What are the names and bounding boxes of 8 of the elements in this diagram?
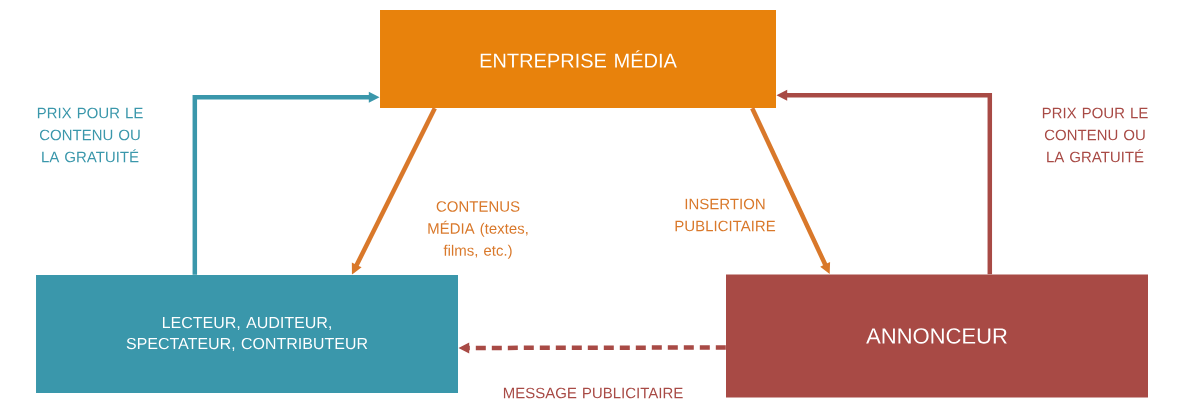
edge-label: INSERTION PUBLICITAIRE (675, 198, 776, 232)
edge-label: PRIX POUR LE CONTENU OU LA GRATUITÉ (37, 107, 143, 163)
process-box: ENTREPRISE MÉDIA (380, 10, 776, 108)
edge-label: MESSAGE PUBLICITAIRE (503, 387, 683, 399)
process-box: ANNONCEUR (726, 274, 1148, 398)
process-box: LECTEUR, AUDITEUR, SPECTATEUR, CONTRIBUTEUR (36, 275, 458, 393)
edge-label: CONTENUS MÉDIA (textes, films, etc.) (428, 201, 528, 259)
edge-label: PRIX POUR LE CONTENU OU LA GRATUITÉ (1042, 107, 1148, 163)
